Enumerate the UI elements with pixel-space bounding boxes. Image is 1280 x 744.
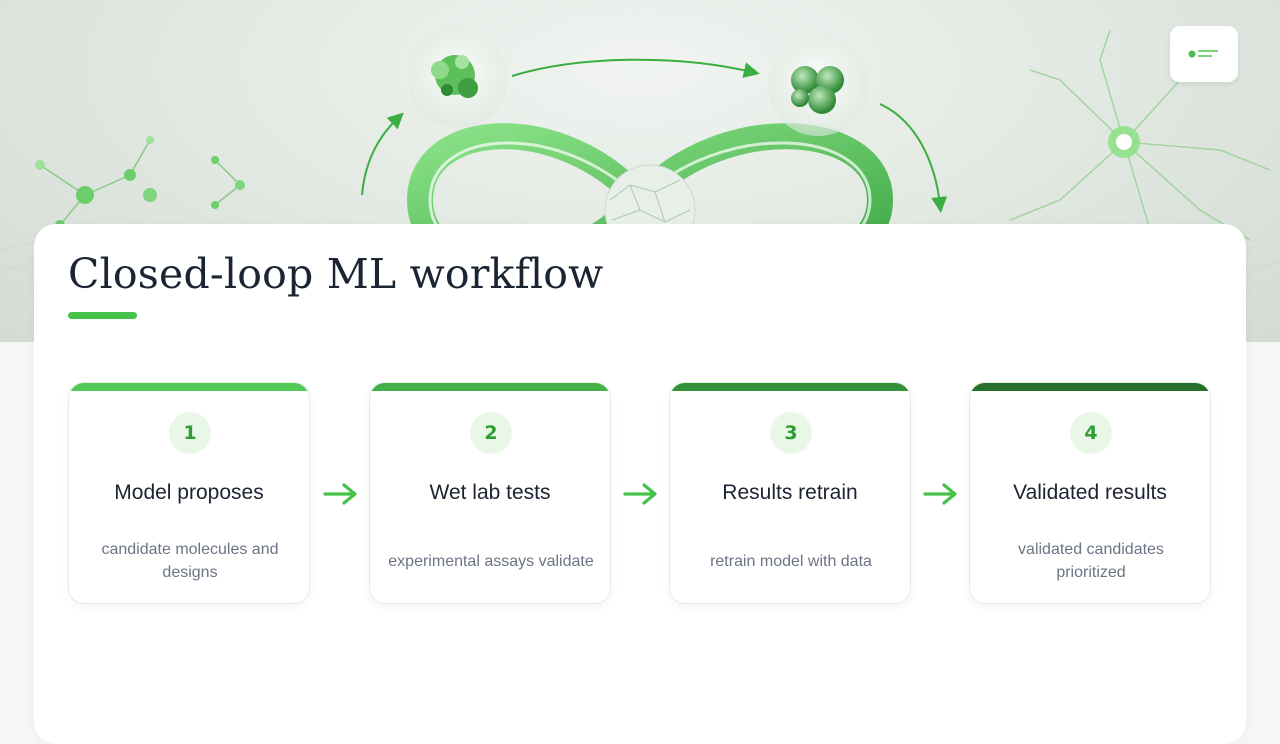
step-description: validated candidates prioritized <box>1018 541 1164 581</box>
step-card-4: 4 Validated results validated candidates… <box>969 382 1211 604</box>
logo-mark-icon <box>1188 50 1218 58</box>
step-description: experimental assays validate <box>388 552 594 570</box>
step-number-badge: 4 <box>1070 412 1112 454</box>
step-card-3: 3 Results retrain retrain model with dat… <box>669 382 911 604</box>
molecule-network-icon <box>35 136 245 230</box>
step-card-bar <box>69 383 309 391</box>
step-title: Wet lab tests <box>429 481 551 504</box>
logo-badge <box>1170 26 1238 82</box>
step-card-bar <box>670 383 910 391</box>
arrow-right-icon <box>923 483 957 505</box>
step-number-badge: 3 <box>770 412 812 454</box>
arrow-right-icon <box>623 483 657 505</box>
step-number-badge: 1 <box>169 412 211 454</box>
step-number-badge: 2 <box>470 412 512 454</box>
step-description: candidate molecules and designs <box>101 541 279 581</box>
step-card-bar <box>370 383 610 391</box>
step-card-1: 1 Model proposes candidate molecules and… <box>68 382 310 604</box>
step-title: Model proposes <box>114 481 264 504</box>
arrow-right-icon <box>323 483 357 505</box>
step-title: Results retrain <box>722 481 858 504</box>
cell-cluster-icon <box>791 66 844 114</box>
step-title: Validated results <box>1013 481 1167 504</box>
step-card-2: 2 Wet lab tests experimental assays vali… <box>369 382 611 604</box>
protein-structure-icon <box>431 55 478 98</box>
step-card-bar <box>970 383 1210 391</box>
title-underline <box>68 312 137 319</box>
step-description: retrain model with data <box>710 552 872 570</box>
slide-title: Closed-loop ML workflow <box>68 250 604 298</box>
